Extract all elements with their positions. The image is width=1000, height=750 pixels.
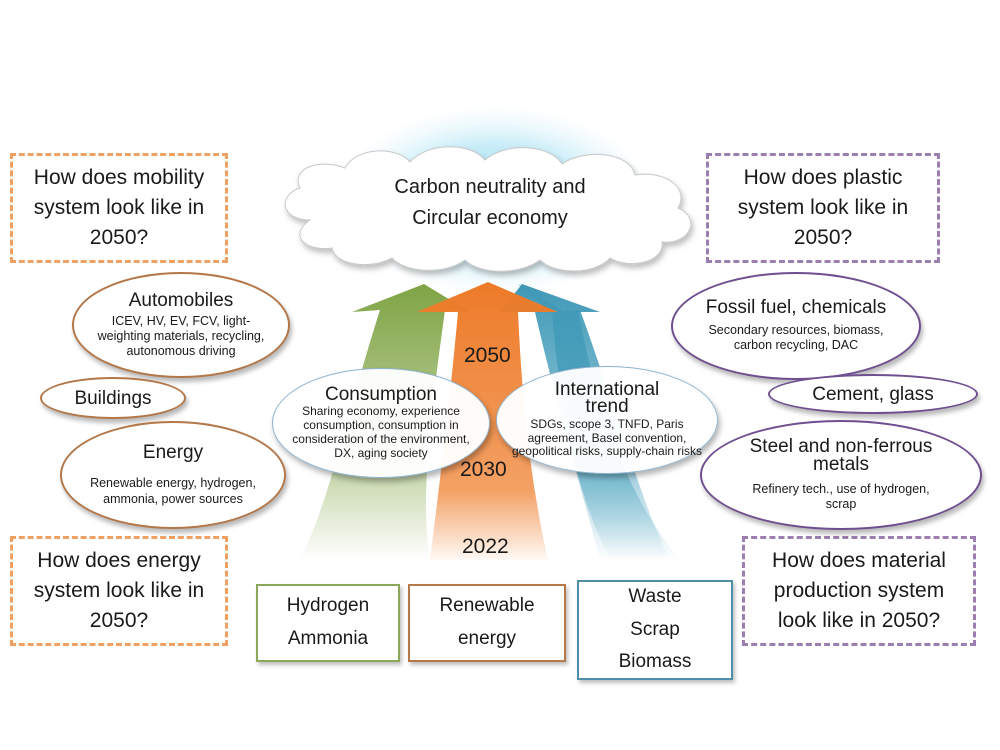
cloud-shape xyxy=(284,146,692,272)
question-energy: How does energy system look like in 2050… xyxy=(10,536,228,646)
cloud-line-1: Carbon neutrality and xyxy=(394,176,586,198)
question-material: How does material production system look… xyxy=(742,536,976,646)
renewable-line-1: Renewable xyxy=(439,595,535,617)
energy-title: Energy xyxy=(142,442,204,464)
year-2022: 2022 xyxy=(462,535,509,558)
steel-desc: Refinery tech., use of hydrogen, scrap xyxy=(752,481,930,512)
year-2030: 2030 xyxy=(460,458,507,481)
oval-fossil: Fossil fuel, chemicals Secondary resourc… xyxy=(671,272,921,380)
oval-buildings: Buildings xyxy=(40,377,186,419)
automobiles-desc: ICEV, HV, EV, FCV, light-weighting mater… xyxy=(97,313,265,359)
source-hydrogen: Hydrogen Ammonia xyxy=(256,584,400,662)
energy-desc: Renewable energy, hydrogen, ammonia, pow… xyxy=(90,476,256,506)
renewable-line-2: energy xyxy=(457,628,517,649)
oval-international: International trend SDGs, scope 3, TNFD,… xyxy=(496,366,718,474)
international-title: International trend xyxy=(554,378,660,418)
international-desc: SDGs, scope 3, TNFD, Paris agreement, Ba… xyxy=(511,416,703,459)
consumption-title: Consumption xyxy=(325,384,437,406)
steel-title: Steel and non-ferrous metals xyxy=(749,435,933,475)
oval-cement: Cement, glass xyxy=(768,374,978,414)
question-plastic-text: How does plastic system look like in 205… xyxy=(737,166,909,249)
question-plastic: How does plastic system look like in 205… xyxy=(706,153,940,263)
source-renewable: Renewable energy xyxy=(408,584,566,662)
hydrogen-line-2: Ammonia xyxy=(287,628,369,649)
buildings-title: Buildings xyxy=(74,387,152,409)
waste-line-2: Scrap xyxy=(630,618,680,640)
waste-line-1: Waste xyxy=(628,586,682,607)
cloud-line-2: Circular economy xyxy=(412,207,568,229)
fossil-title: Fossil fuel, chemicals xyxy=(705,296,887,318)
consumption-desc: Sharing economy, experience consumption,… xyxy=(292,404,470,460)
year-2050: 2050 xyxy=(464,344,511,367)
oval-energy: Energy Renewable energy, hydrogen, ammon… xyxy=(60,421,286,529)
oval-consumption: Consumption Sharing economy, experience … xyxy=(272,368,490,478)
fossil-desc: Secondary resources, biomass, carbon rec… xyxy=(708,322,884,353)
question-mobility-text: How does mobility system look like in 20… xyxy=(33,166,205,249)
source-waste: Waste Scrap Biomass xyxy=(577,580,733,680)
question-mobility: How does mobility system look like in 20… xyxy=(10,153,228,263)
automobiles-title: Automobiles xyxy=(128,289,234,311)
question-material-text: How does material production system look… xyxy=(772,549,946,632)
question-energy-text: How does energy system look like in 2050… xyxy=(33,549,205,632)
oval-steel: Steel and non-ferrous metals Refinery te… xyxy=(700,420,982,530)
cement-title: Cement, glass xyxy=(812,383,934,405)
waste-line-3: Biomass xyxy=(618,651,692,673)
hydrogen-line-1: Hydrogen xyxy=(286,595,370,617)
cloud-text: Carbon neutrality and Circular economy xyxy=(330,172,650,234)
oval-automobiles: Automobiles ICEV, HV, EV, FCV, light-wei… xyxy=(72,272,290,378)
